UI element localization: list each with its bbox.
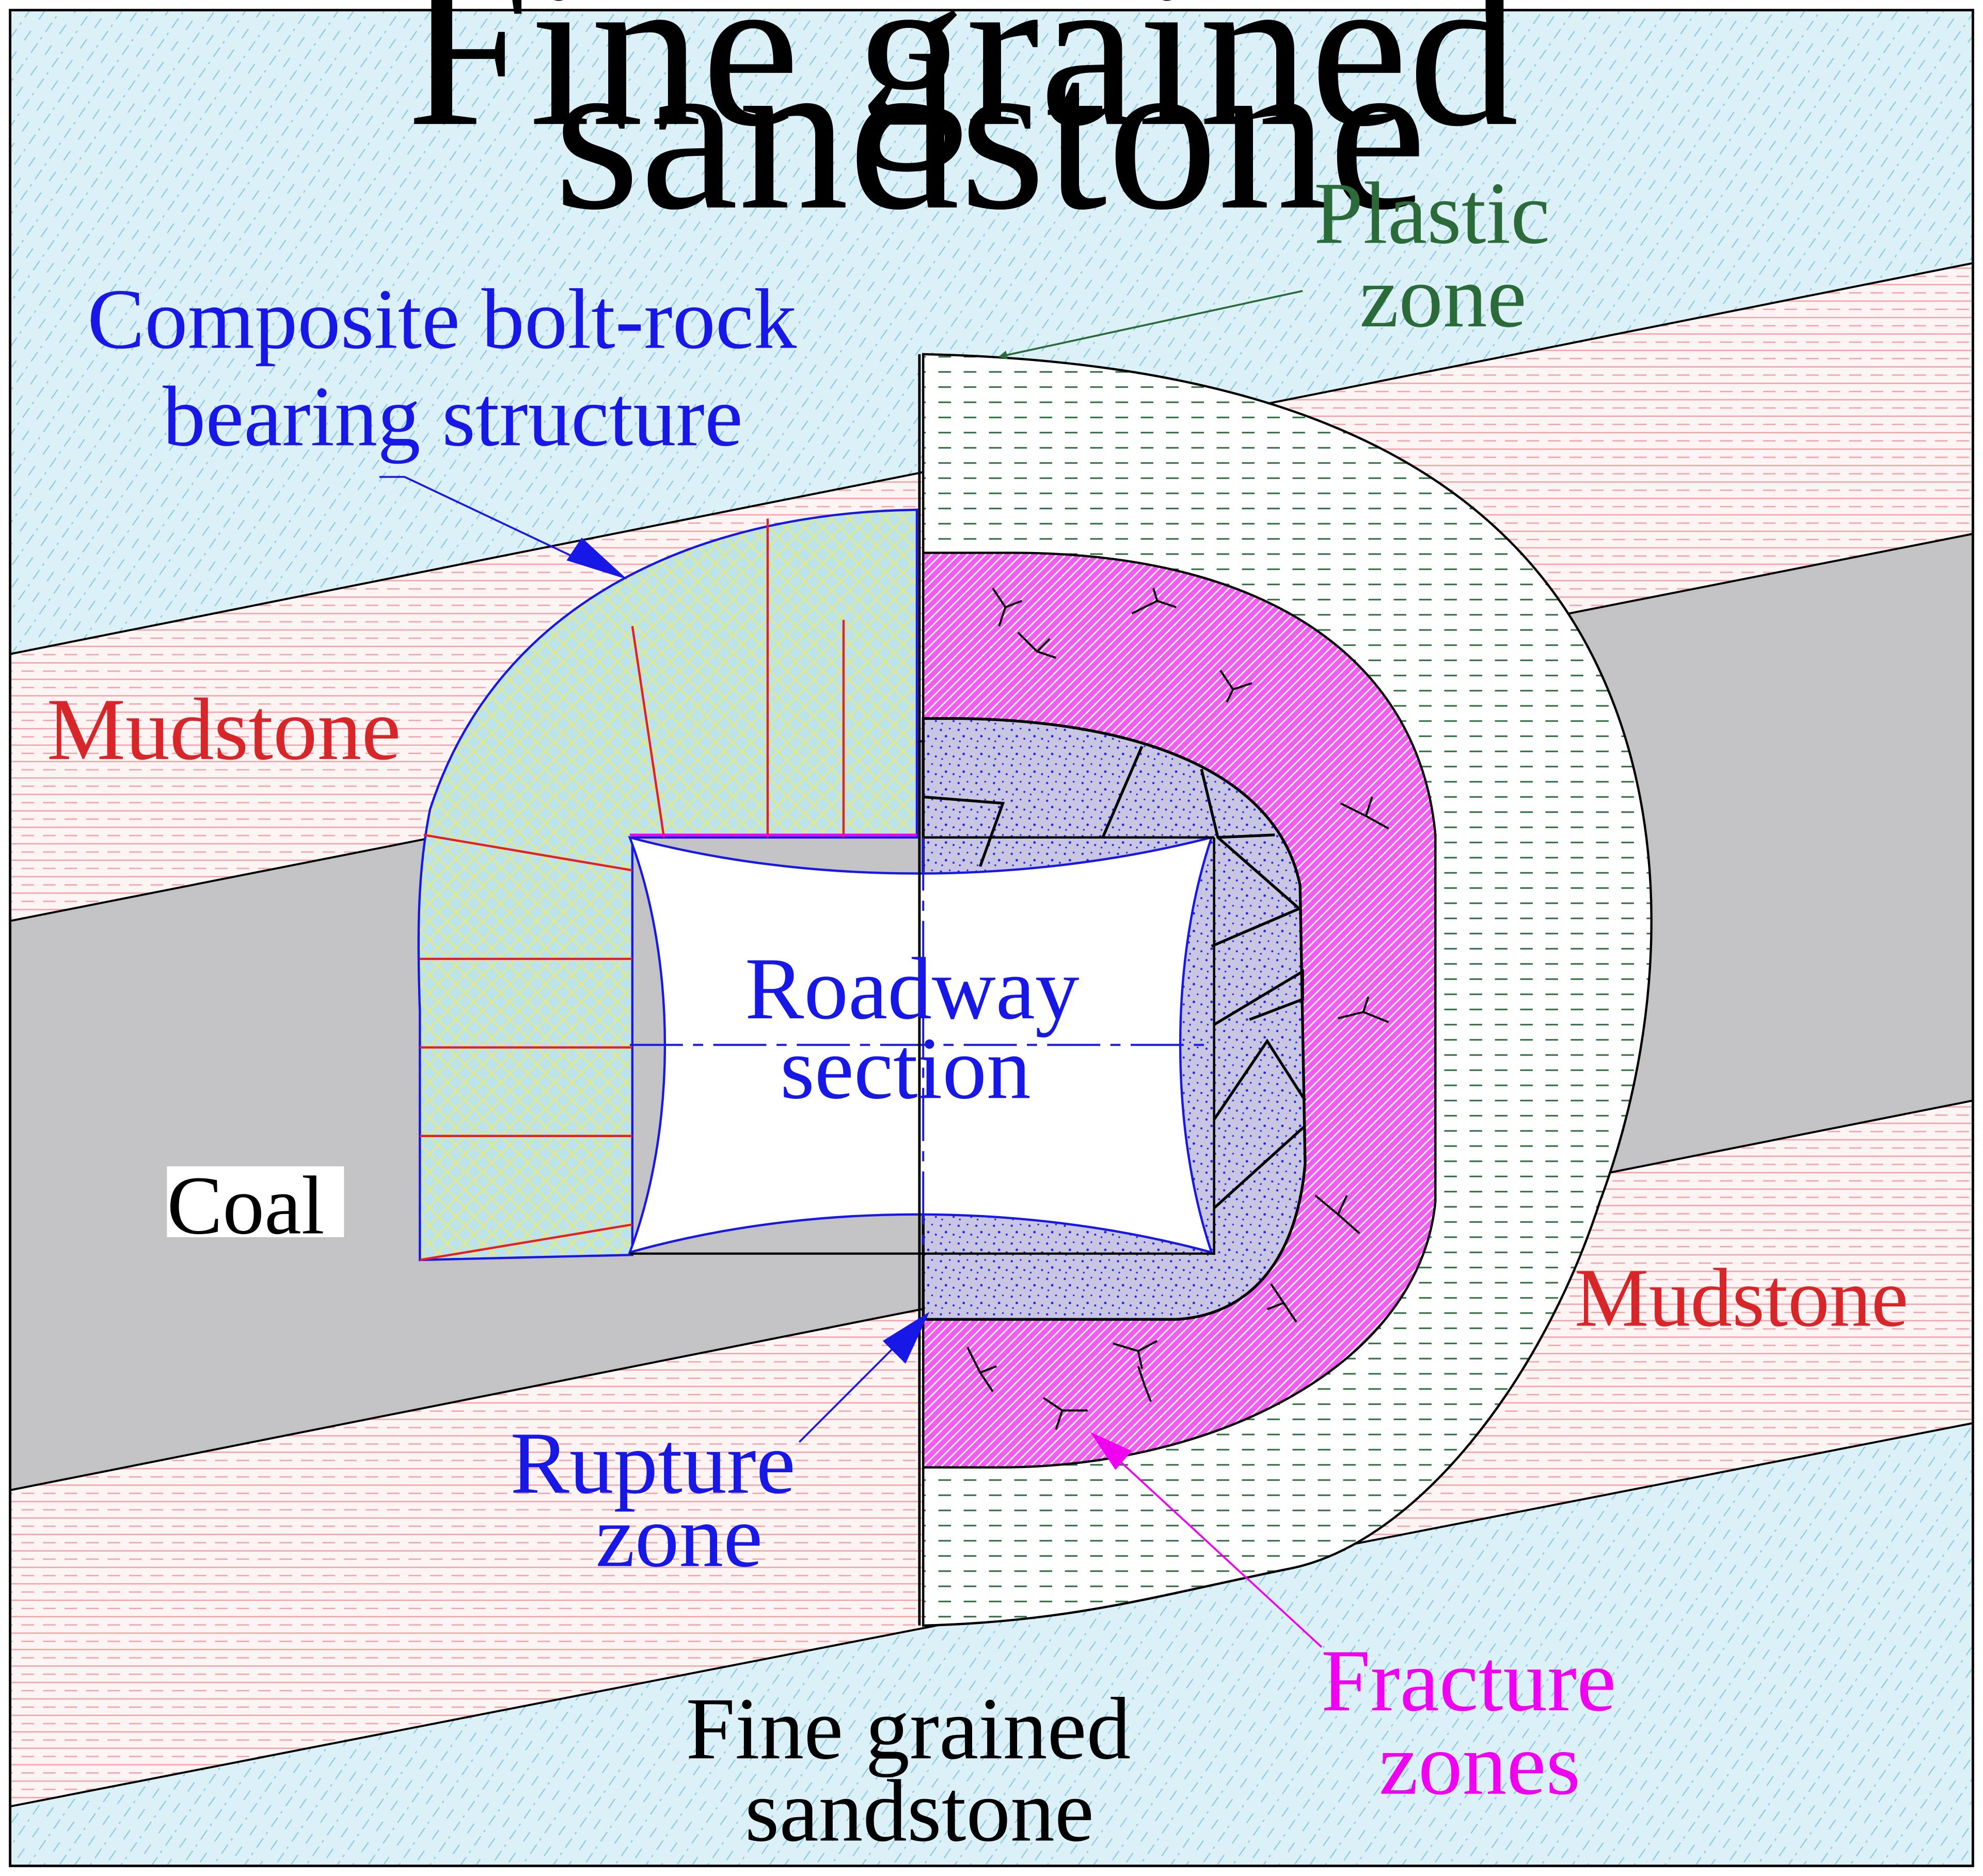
fracture-zone-arrow-head: [1090, 1432, 1132, 1470]
rock-bolts: [419, 518, 845, 1262]
fracture-cracks: [966, 588, 1389, 1430]
label-bottom-sandstone: Fine grained sandstone: [686, 1680, 1153, 1860]
frame: [9, 9, 1974, 1867]
label-mudstone-left: Mudstone: [47, 681, 401, 779]
label-roadway-section: Roadway section: [745, 940, 1101, 1117]
label-rupture-zone: Rupture zone: [510, 1414, 817, 1586]
plastic-zone-arrow: [998, 290, 1303, 359]
label-coal-background: [167, 1166, 344, 1237]
label-mudstone-right: Mudstone: [1575, 1251, 1909, 1344]
label-plastic-zone: Plastic zone: [1314, 164, 1572, 346]
rupture-cracks: [923, 746, 1307, 1209]
label-composite-structure: Composite bolt-rock bearing structure: [87, 272, 818, 465]
rupture-zone-arrow-head: [882, 1312, 930, 1364]
composite-bolt-rock-structure: [417, 509, 918, 1262]
composite-structure-arrow-head: [566, 538, 628, 579]
fracture-zone-arrow-line: [1112, 1454, 1323, 1648]
label-top-sandstone: Fine grained sandstone: [406, 0, 1574, 256]
label-fracture-zones: Fracture zones: [1321, 1632, 1638, 1814]
rupture-zone-arrow-line: [798, 1340, 901, 1443]
label-coal: Coal: [167, 1159, 324, 1252]
composite-structure-arrow-line: [379, 476, 595, 568]
